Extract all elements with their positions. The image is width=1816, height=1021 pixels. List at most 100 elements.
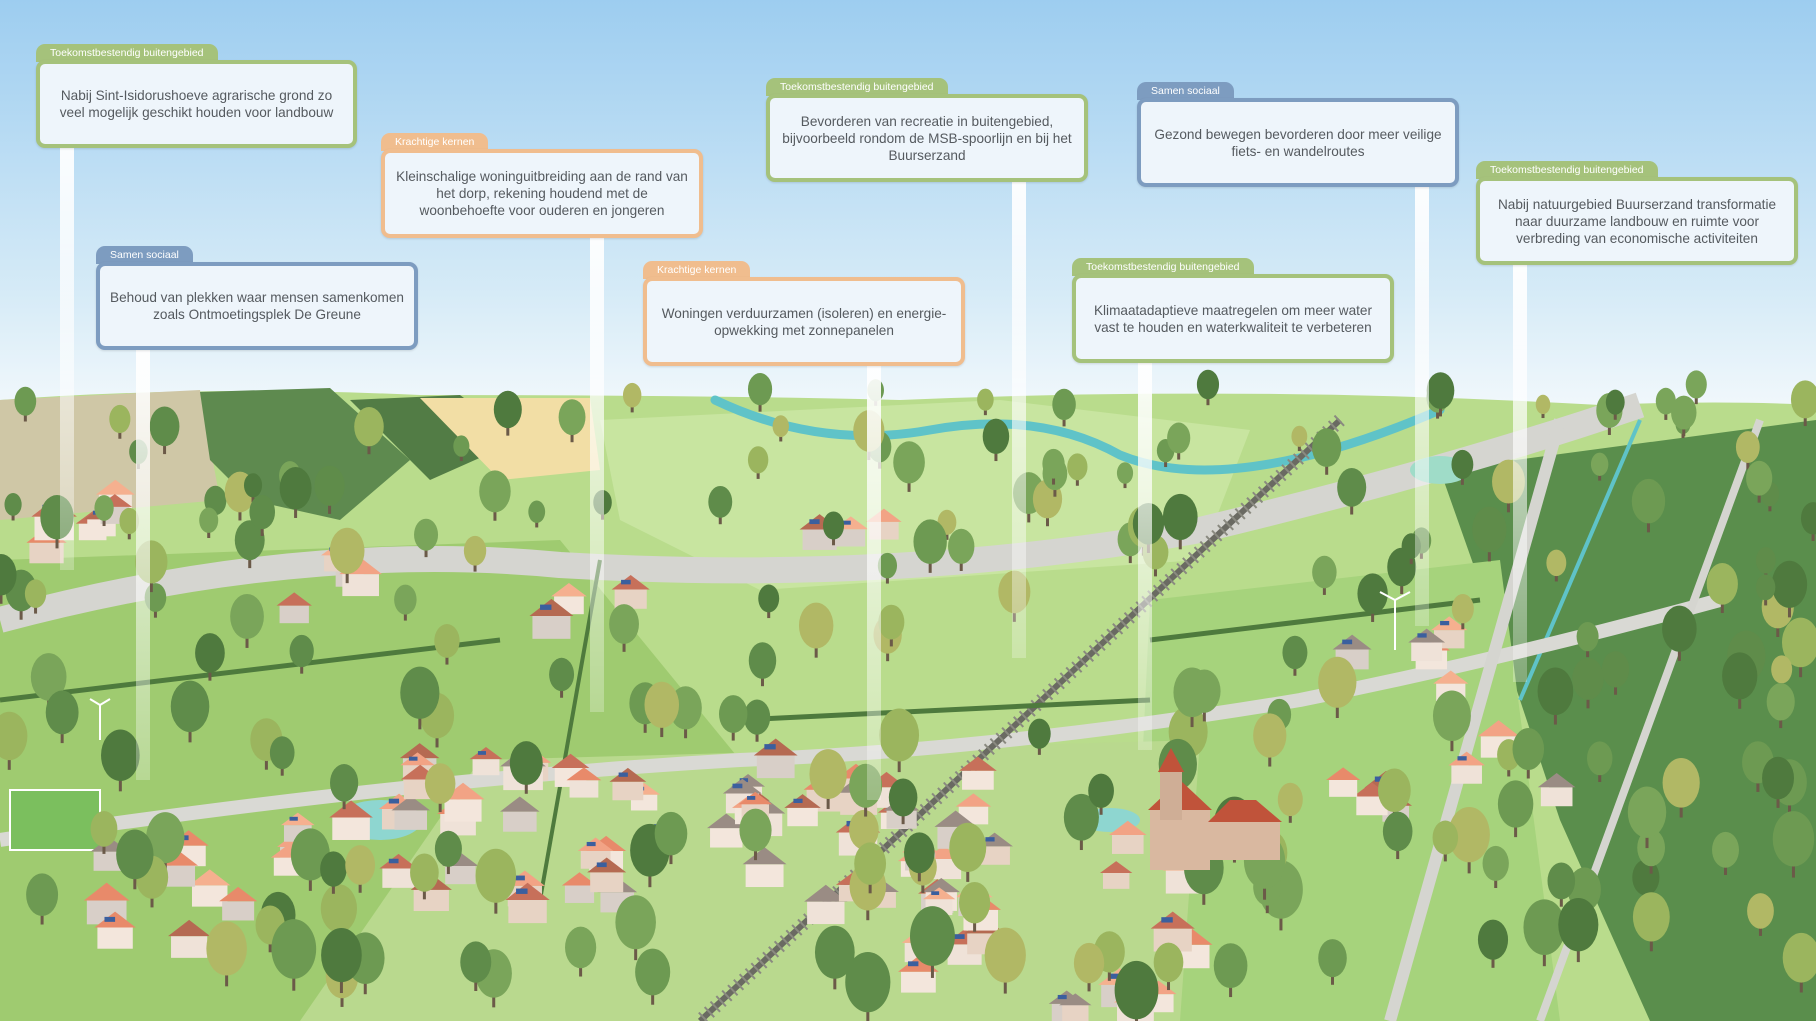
tree bbox=[879, 708, 920, 773]
tree bbox=[1253, 713, 1287, 767]
tree bbox=[1572, 657, 1604, 709]
house bbox=[379, 853, 418, 888]
tree bbox=[320, 851, 347, 894]
tree bbox=[1196, 369, 1220, 406]
callout-category: Toekomstbestendig buitengebied bbox=[1476, 161, 1658, 179]
tree bbox=[1497, 780, 1534, 838]
hedge-2 bbox=[739, 697, 1151, 723]
solar-panel bbox=[1057, 994, 1067, 1000]
callout-category: Toekomstbestendig buitengebied bbox=[766, 78, 948, 96]
beam-5 bbox=[1012, 178, 1026, 658]
tree bbox=[549, 657, 575, 698]
tree bbox=[290, 828, 330, 891]
house bbox=[566, 767, 602, 798]
sports-field bbox=[9, 789, 101, 851]
tree bbox=[622, 382, 642, 413]
tree bbox=[747, 446, 769, 479]
tree bbox=[1537, 667, 1574, 725]
solar-panel bbox=[1417, 633, 1427, 638]
tree bbox=[45, 690, 79, 744]
house bbox=[898, 956, 939, 993]
tree bbox=[1114, 960, 1159, 1021]
tree bbox=[475, 848, 517, 914]
tree bbox=[644, 681, 680, 738]
callout-category: Samen sociaal bbox=[1137, 82, 1234, 100]
tree bbox=[798, 602, 834, 658]
tree bbox=[0, 711, 28, 770]
tree bbox=[1448, 806, 1490, 874]
tree bbox=[1755, 574, 1776, 606]
tree bbox=[94, 495, 114, 527]
tree bbox=[977, 388, 994, 416]
tree bbox=[1771, 655, 1793, 690]
tree bbox=[279, 466, 312, 518]
tree bbox=[1576, 621, 1599, 658]
tree bbox=[400, 666, 440, 730]
house bbox=[561, 872, 598, 903]
tree bbox=[1782, 932, 1816, 993]
tree bbox=[814, 925, 855, 990]
callout-category: Toekomstbestendig buitengebied bbox=[1072, 258, 1254, 276]
tree bbox=[463, 535, 487, 572]
callout-text: Kleinschalige woninguitbreiding aan de r… bbox=[381, 149, 703, 238]
tree bbox=[1766, 683, 1795, 729]
callout-recreation: Toekomstbestendig buitengebied Bevordere… bbox=[766, 78, 1088, 182]
tree bbox=[743, 699, 771, 742]
tree bbox=[1088, 773, 1114, 815]
tree bbox=[330, 764, 359, 810]
tree bbox=[234, 520, 265, 569]
beam-7 bbox=[1415, 186, 1429, 626]
tree bbox=[394, 584, 417, 621]
tree bbox=[424, 763, 456, 813]
tree bbox=[948, 528, 975, 571]
stream bbox=[1518, 419, 1642, 701]
tree bbox=[329, 527, 365, 584]
tree bbox=[528, 500, 546, 528]
house bbox=[784, 794, 821, 827]
solar-panel bbox=[907, 961, 919, 967]
tree bbox=[479, 470, 511, 521]
railway bbox=[697, 417, 1343, 1021]
callout-meeting-place: Samen sociaal Behoud van plekken waar me… bbox=[96, 246, 418, 350]
callout-sustainable-farming: Toekomstbestendig buitengebied Nabij nat… bbox=[1476, 161, 1798, 265]
tree bbox=[321, 927, 362, 994]
tree bbox=[949, 822, 987, 882]
house bbox=[611, 575, 650, 609]
solar-panel bbox=[809, 519, 820, 525]
callout-text: Nabij natuurgebied Buurserzand transform… bbox=[1476, 177, 1798, 265]
solar-panel bbox=[764, 744, 776, 750]
tree bbox=[354, 406, 384, 455]
house bbox=[959, 756, 997, 790]
solar-panel bbox=[732, 783, 743, 789]
tree bbox=[1747, 893, 1774, 936]
tree bbox=[1547, 862, 1576, 907]
tree bbox=[1790, 380, 1816, 427]
tree bbox=[1153, 942, 1184, 991]
solar-panel bbox=[596, 862, 607, 868]
tree bbox=[24, 579, 47, 614]
tree bbox=[748, 642, 777, 687]
tree bbox=[1523, 899, 1566, 967]
tree bbox=[1772, 811, 1815, 878]
house bbox=[804, 884, 848, 925]
solar-panel bbox=[540, 604, 552, 610]
house bbox=[469, 747, 503, 776]
tree bbox=[878, 604, 905, 647]
solar-panel bbox=[586, 841, 596, 847]
tree bbox=[269, 736, 295, 776]
tree bbox=[845, 952, 891, 1021]
tree bbox=[1312, 428, 1342, 475]
tree bbox=[1291, 425, 1308, 452]
tree bbox=[1671, 395, 1697, 437]
tree bbox=[434, 830, 462, 875]
house bbox=[742, 847, 787, 888]
tree bbox=[1482, 845, 1509, 889]
callout-text: Behoud van plekken waar mensen samenkome… bbox=[96, 262, 418, 350]
tree bbox=[893, 441, 925, 492]
tree bbox=[1558, 897, 1599, 963]
tree bbox=[1601, 651, 1630, 695]
solar-panel bbox=[1457, 756, 1467, 761]
tree bbox=[493, 390, 522, 436]
house bbox=[753, 738, 798, 779]
solar-panel bbox=[1342, 639, 1353, 645]
